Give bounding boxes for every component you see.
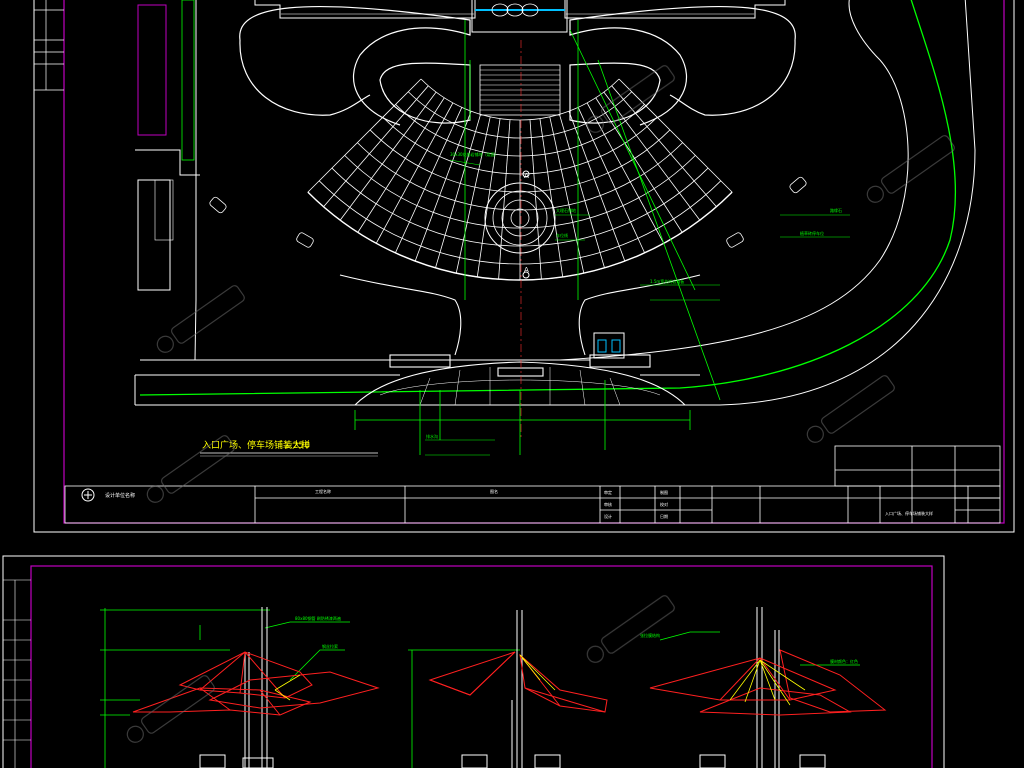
paving-radial xyxy=(618,78,733,193)
paving-radial xyxy=(603,91,701,221)
paving-radial xyxy=(568,111,626,262)
entry-steps xyxy=(480,69,560,111)
svg-text:日期: 日期 xyxy=(660,513,668,519)
svg-text:膜材颜色：红色: 膜材颜色：红色 xyxy=(830,658,858,664)
left-revision-strip xyxy=(34,0,64,91)
paving-radial xyxy=(539,118,564,278)
paving-radial xyxy=(529,119,542,280)
title-block xyxy=(64,445,1001,524)
paving-outer-edge xyxy=(307,191,733,281)
left-side-structures xyxy=(135,0,200,361)
paving-radial xyxy=(307,78,422,193)
central-fountain xyxy=(484,170,556,279)
paving-radial xyxy=(559,114,605,268)
paving-radial xyxy=(339,91,437,221)
gate-booth xyxy=(593,332,625,359)
paving-radial xyxy=(395,107,463,254)
leader-text-5: 路缘石 xyxy=(830,207,842,213)
title-block-sheet-label: 图名 xyxy=(490,488,498,494)
perimeter-road xyxy=(134,0,976,406)
parterre-lobes xyxy=(239,6,796,126)
svg-text:钢丝拉索: 钢丝拉索 xyxy=(322,643,338,649)
leader-text-3: 车位线 xyxy=(556,232,568,238)
svg-text:设计: 设计 xyxy=(604,513,612,519)
bottom-revision-strip xyxy=(3,579,31,768)
title-block-sheet-name: 入口广场、停车场铺装大样 xyxy=(885,510,933,516)
title-block-company: 设计单位名称 xyxy=(105,492,135,499)
parking-cars xyxy=(209,176,807,248)
canopy-elevation-3 xyxy=(649,607,887,768)
paving-radial xyxy=(414,111,472,262)
drawing-title: 入口广场、停车场铺装大样 xyxy=(202,439,310,451)
paving-radial xyxy=(586,102,665,244)
svg-text:制图: 制图 xyxy=(660,489,668,495)
apron-pattern xyxy=(379,367,661,406)
watermark-pattern xyxy=(126,65,955,743)
paving-radial xyxy=(611,85,717,207)
top-annotations: 30x30花岗岩铺地（烧面） 大理石铺地 车位线 1.5m宽花岗岩道板 路缘石 … xyxy=(425,151,850,456)
title-block-logo xyxy=(81,488,95,502)
paving-radial xyxy=(323,85,429,207)
paving-radial xyxy=(577,107,645,254)
bottom-annotations: 80x80钢管 刷防锈漆两遍 钢丝拉索 张拉膜结构 膜材颜色：红色 xyxy=(295,615,858,664)
title-block-fields: 审定 审核 设计 制图 校对 日期 xyxy=(604,489,668,519)
leader-text-2: 大理石铺地 xyxy=(556,207,576,213)
paving-radial xyxy=(498,119,511,280)
svg-text:审定: 审定 xyxy=(604,489,612,495)
svg-text:校对: 校对 xyxy=(660,501,668,507)
paving-arc xyxy=(420,78,620,121)
paving-radial xyxy=(357,97,445,233)
svg-text:张拉膜结构: 张拉膜结构 xyxy=(640,632,660,638)
canopy-elevation-1 xyxy=(100,607,380,768)
paving-radial xyxy=(375,102,454,244)
dimension-lines xyxy=(354,20,721,455)
canopy-elevation-2 xyxy=(408,610,608,768)
leader-text-6: 植草砖停车位 xyxy=(800,230,824,236)
leader-text-7: 排水沟 xyxy=(426,433,438,439)
bottom-sheet: 80x80钢管 刷防锈漆两遍 钢丝拉索 张拉膜结构 膜材颜色：红色 xyxy=(2,555,945,768)
paving-radial xyxy=(595,97,683,233)
drawing-scale: 1:250 xyxy=(284,441,310,451)
bottom-sheet-outer-frame xyxy=(2,555,945,768)
building-footprint xyxy=(254,0,786,33)
top-sheet: A A xyxy=(33,0,1015,533)
plaza-stem xyxy=(339,274,701,406)
fan-paving xyxy=(307,78,733,281)
paving-radial xyxy=(455,116,491,274)
paving-radial xyxy=(435,114,481,268)
section-mark-a-bottom: A xyxy=(524,266,529,274)
bottom-sheet-magenta-frame xyxy=(30,565,933,768)
leader-text-4: 1.5m宽花岗岩道板 xyxy=(650,278,684,284)
svg-text:审核: 审核 xyxy=(604,501,612,507)
leader-text-1: 30x30花岗岩铺地（烧面） xyxy=(450,151,499,157)
svg-text:80x80钢管 刷防锈漆两遍: 80x80钢管 刷防锈漆两遍 xyxy=(295,615,341,621)
top-sheet-outer-frame xyxy=(33,0,1015,533)
title-block-project-label: 工程名称 xyxy=(315,488,331,494)
paving-radial xyxy=(476,118,501,278)
section-mark-a-top: A xyxy=(524,172,529,180)
